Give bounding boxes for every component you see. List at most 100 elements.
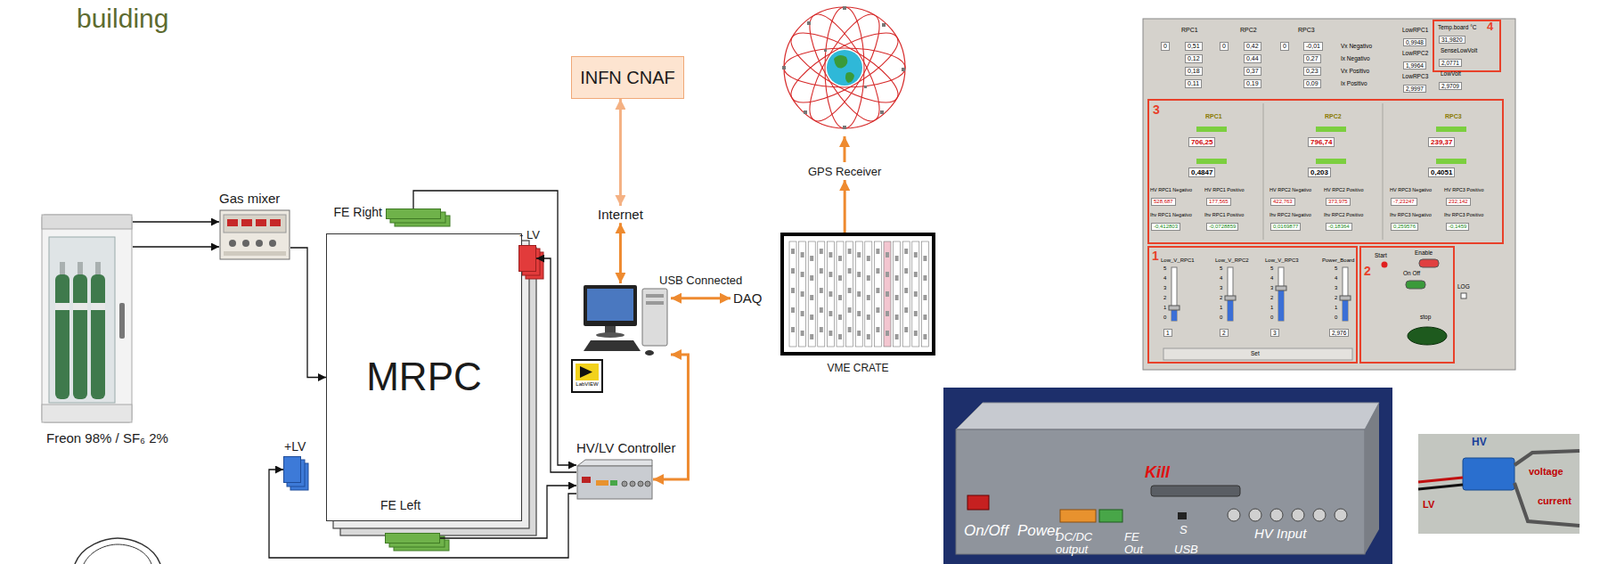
panel-label: HV RPC3 Negativo bbox=[1389, 187, 1432, 193]
panel-label: 2 bbox=[1219, 294, 1223, 302]
vme-crate-picture bbox=[800, 330, 805, 336]
photo-label: HV bbox=[1471, 436, 1487, 449]
hv-lv-controller-picture bbox=[644, 481, 651, 487]
vme-crate-picture bbox=[789, 241, 797, 347]
hv-module-photo bbox=[1418, 433, 1580, 534]
daq-label: DAQ bbox=[730, 289, 766, 307]
vme-crate-picture bbox=[904, 287, 908, 294]
hv-module-photo bbox=[1514, 482, 1580, 526]
panel-label: 4 bbox=[1486, 20, 1494, 34]
panel-label: 0,37 bbox=[1243, 66, 1262, 76]
panel-label: Ihv RPC3 Positivo bbox=[1444, 212, 1484, 218]
controller-photo bbox=[1227, 508, 1241, 522]
vme-crate-picture bbox=[857, 271, 861, 278]
gps-constellation bbox=[824, 7, 865, 129]
panel-label: 0,09 bbox=[1303, 79, 1322, 89]
connector bbox=[843, 179, 847, 233]
vme-crate-picture bbox=[800, 252, 805, 258]
panel-label: HV RPC2 Positivo bbox=[1323, 187, 1364, 193]
vme-crate-picture bbox=[857, 310, 861, 317]
controller-photo bbox=[943, 387, 1393, 564]
labview-panel bbox=[1339, 295, 1351, 301]
vme-crate-picture bbox=[857, 252, 861, 258]
vme-crate-picture bbox=[866, 334, 871, 340]
computer-picture bbox=[583, 285, 637, 327]
gas-mixer-picture bbox=[269, 239, 277, 247]
vme-crate-picture bbox=[783, 236, 932, 352]
gps-constellation bbox=[833, 55, 848, 69]
vme-crate-picture bbox=[783, 236, 932, 352]
panel-label: RPC3 bbox=[1444, 113, 1462, 121]
vme-crate-picture bbox=[848, 248, 852, 254]
panel-label: Low_V_RPC1 bbox=[1160, 257, 1195, 264]
panel-label: -0,01 bbox=[1303, 41, 1323, 51]
photo-label: Kill bbox=[1144, 463, 1170, 482]
hv-lv-controller-picture bbox=[637, 481, 644, 487]
photo-label: voltage bbox=[1528, 465, 1564, 478]
panel-label: 2 bbox=[1334, 294, 1338, 302]
gps-constellation bbox=[782, 65, 786, 70]
vme-crate-picture bbox=[885, 291, 890, 297]
gps-constellation bbox=[880, 110, 884, 115]
panel-label: Temp.board °C bbox=[1437, 24, 1477, 31]
photo-label: USB bbox=[1174, 543, 1199, 557]
vme-crate-picture bbox=[873, 241, 882, 347]
labview-panel bbox=[1381, 261, 1388, 269]
panel-label: 1 bbox=[1219, 304, 1223, 311]
vme-crate-picture bbox=[791, 248, 795, 254]
gas-cylinder-picture bbox=[90, 274, 106, 400]
panel-label: 3 bbox=[1270, 285, 1274, 292]
gps-constellation bbox=[803, 110, 808, 115]
panel-label: 0 bbox=[1270, 314, 1274, 321]
vme-crate-picture bbox=[895, 294, 899, 301]
vme-crate-picture bbox=[922, 314, 927, 320]
panel-label: LowRPC2 bbox=[1402, 49, 1429, 57]
gps-arrow bbox=[844, 136, 846, 163]
panel-label: 5 bbox=[1270, 265, 1274, 272]
panel-label: 0,259576 bbox=[1390, 222, 1419, 231]
gas-mixer-picture bbox=[220, 210, 290, 260]
vme-crate-picture bbox=[922, 255, 927, 262]
controller-photo bbox=[1248, 508, 1262, 522]
panel-label: Power_Board bbox=[1322, 257, 1355, 264]
vme-crate-picture bbox=[809, 255, 814, 262]
panel-label: 0,0169877 bbox=[1270, 222, 1301, 231]
vme-crate-picture bbox=[848, 287, 852, 294]
gps-label: GPS Receiver bbox=[805, 164, 884, 180]
vme-crate-picture bbox=[904, 248, 908, 254]
low-voltage-board: - LV bbox=[518, 244, 537, 272]
node-label: +LV bbox=[284, 439, 306, 454]
computer-picture bbox=[644, 350, 654, 356]
gas-cylinder: Freon 98% / SF₆ 2% bbox=[40, 213, 133, 424]
panel-label: HV RPC1 Negativo bbox=[1150, 187, 1192, 193]
panel-label: RPC2 bbox=[1324, 113, 1342, 121]
panel-label: 0,4051 bbox=[1428, 167, 1455, 178]
labview-panel bbox=[1227, 267, 1233, 321]
vme-crate-picture bbox=[828, 330, 833, 336]
panel-label: 2,976 bbox=[1329, 328, 1349, 337]
vme-crate-picture bbox=[865, 241, 873, 347]
vme-crate-picture bbox=[885, 330, 890, 336]
vme-crate: VME CRATE bbox=[780, 232, 936, 356]
connector bbox=[619, 222, 622, 284]
panel-label: 0,12 bbox=[1184, 54, 1203, 64]
vme-crate-picture bbox=[808, 241, 816, 347]
gps-constellation bbox=[782, 20, 907, 115]
slide-title: building bbox=[76, 3, 169, 35]
vme-crate-picture bbox=[904, 326, 908, 333]
panel-label: RPC2 bbox=[1240, 26, 1258, 34]
labview-panel bbox=[1436, 158, 1467, 164]
gps-constellation bbox=[845, 72, 855, 83]
connector bbox=[290, 247, 327, 378]
labview-panel bbox=[1142, 18, 1516, 370]
network-label: Internet bbox=[595, 205, 646, 223]
vme-crate-picture bbox=[895, 275, 899, 281]
node-label: MRPC bbox=[366, 354, 482, 400]
panel-label: Enable bbox=[1414, 249, 1433, 256]
photo-label: current bbox=[1537, 495, 1572, 507]
hv-lv-controller-picture bbox=[610, 480, 618, 486]
gps-constellation bbox=[881, 23, 886, 27]
controller-photo bbox=[1099, 509, 1123, 523]
labview-panel bbox=[1436, 126, 1467, 132]
panel-label: 796,74 bbox=[1307, 137, 1335, 147]
